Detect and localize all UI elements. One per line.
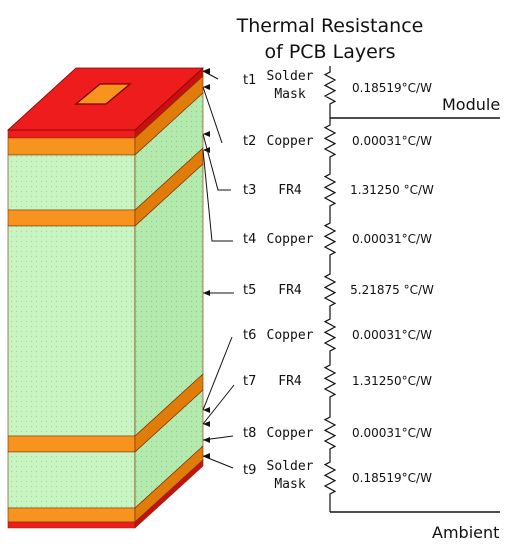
layer-tag: t3: [243, 183, 256, 198]
leader-line-3: [202, 133, 231, 191]
leader-line-4: [202, 149, 233, 242]
layer-tag: t2: [243, 134, 256, 149]
layer-name: Mask: [274, 477, 305, 492]
layer-name: Mask: [274, 87, 305, 102]
resistance-value: 0.00031°C/W: [352, 328, 432, 342]
copper-3-front: [7, 435, 136, 453]
leader-arrow-8: [203, 437, 210, 443]
resistance-value: 0.00031°C/W: [352, 232, 432, 246]
layer-row-t3: t3 FR4 1.31250 °C/W: [243, 183, 434, 198]
layer-tag: t1: [243, 73, 256, 88]
resistance-value: 0.18519°C/W: [352, 81, 432, 95]
resistor-zigzag: [323, 66, 337, 512]
layer-row-t8: t8 Copper 0.00031°C/W: [243, 426, 432, 441]
fr4-1-front: [7, 154, 136, 211]
module-label: Module: [442, 95, 500, 114]
title-line-2: of PCB Layers: [264, 41, 395, 63]
layer-name: Copper: [267, 232, 314, 247]
copper-2-front: [7, 209, 136, 227]
leader-arrow-1: [203, 68, 210, 74]
layer-name: Solder: [267, 69, 314, 84]
layer-tag: t7: [243, 374, 256, 389]
fr4-core-front: [7, 225, 136, 437]
resistance-value: 1.31250°C/W: [352, 374, 432, 388]
fr4-2-front: [7, 451, 136, 509]
layer-name: FR4: [278, 374, 302, 389]
layer-name: Copper: [267, 134, 314, 149]
copper-pad-opening: [74, 83, 132, 105]
layer-tag: t8: [243, 426, 256, 441]
layer-name: Copper: [267, 328, 314, 343]
resistance-value: 0.00031°C/W: [352, 426, 432, 440]
pcb-layer-stack: [6, 67, 205, 529]
layer-tag: t5: [243, 283, 256, 298]
leader-arrow-9: [203, 453, 210, 459]
leader-arrow-2: [203, 84, 210, 90]
layer-row-t5: t5 FR4 5.21875 °C/W: [243, 283, 434, 298]
copper-4-front: [7, 507, 136, 523]
solder-mask-bottom-front: [7, 521, 136, 529]
resistance-value: 5.21875 °C/W: [350, 283, 434, 297]
leader-line-7: [202, 384, 235, 425]
resistance-value: 0.18519°C/W: [352, 471, 432, 485]
layer-row-t7: t7 FR4 1.31250°C/W: [243, 374, 432, 389]
resistance-value: 1.31250 °C/W: [350, 183, 434, 197]
leader-line-6: [202, 336, 233, 411]
leader-arrow-5: [203, 290, 210, 296]
ambient-label: Ambient: [432, 523, 499, 542]
leader-line-2: [202, 86, 223, 144]
resistor-chain: [323, 66, 337, 512]
solder-mask-top-front: [7, 129, 136, 139]
resistance-value: 0.00031°C/W: [352, 134, 432, 148]
layer-leader-lines: [202, 68, 235, 469]
solder-mask-bottom-side: [134, 459, 204, 529]
layer-row-t4: t4 Copper 0.00031°C/W: [243, 232, 432, 247]
layer-name: Solder: [267, 459, 314, 474]
leader-line-1: [202, 70, 219, 80]
leader-arrow-6: [203, 407, 210, 413]
layer-name: FR4: [278, 183, 302, 198]
layer-tag: t6: [243, 328, 256, 343]
leader-arrow-7: [203, 421, 210, 427]
title-line-1: Thermal Resistance: [236, 15, 424, 37]
layer-name: Copper: [267, 426, 314, 441]
layer-row-t6: t6 Copper 0.00031°C/W: [243, 328, 432, 343]
layer-tag: t4: [243, 232, 256, 247]
leader-arrow-3: [203, 131, 210, 137]
layer-row-t2: t2 Copper 0.00031°C/W: [243, 134, 432, 149]
copper-1-front: [7, 137, 136, 156]
leader-arrow-4: [203, 147, 210, 153]
layer-name: FR4: [278, 283, 302, 298]
layer-tag: t9: [243, 463, 256, 478]
